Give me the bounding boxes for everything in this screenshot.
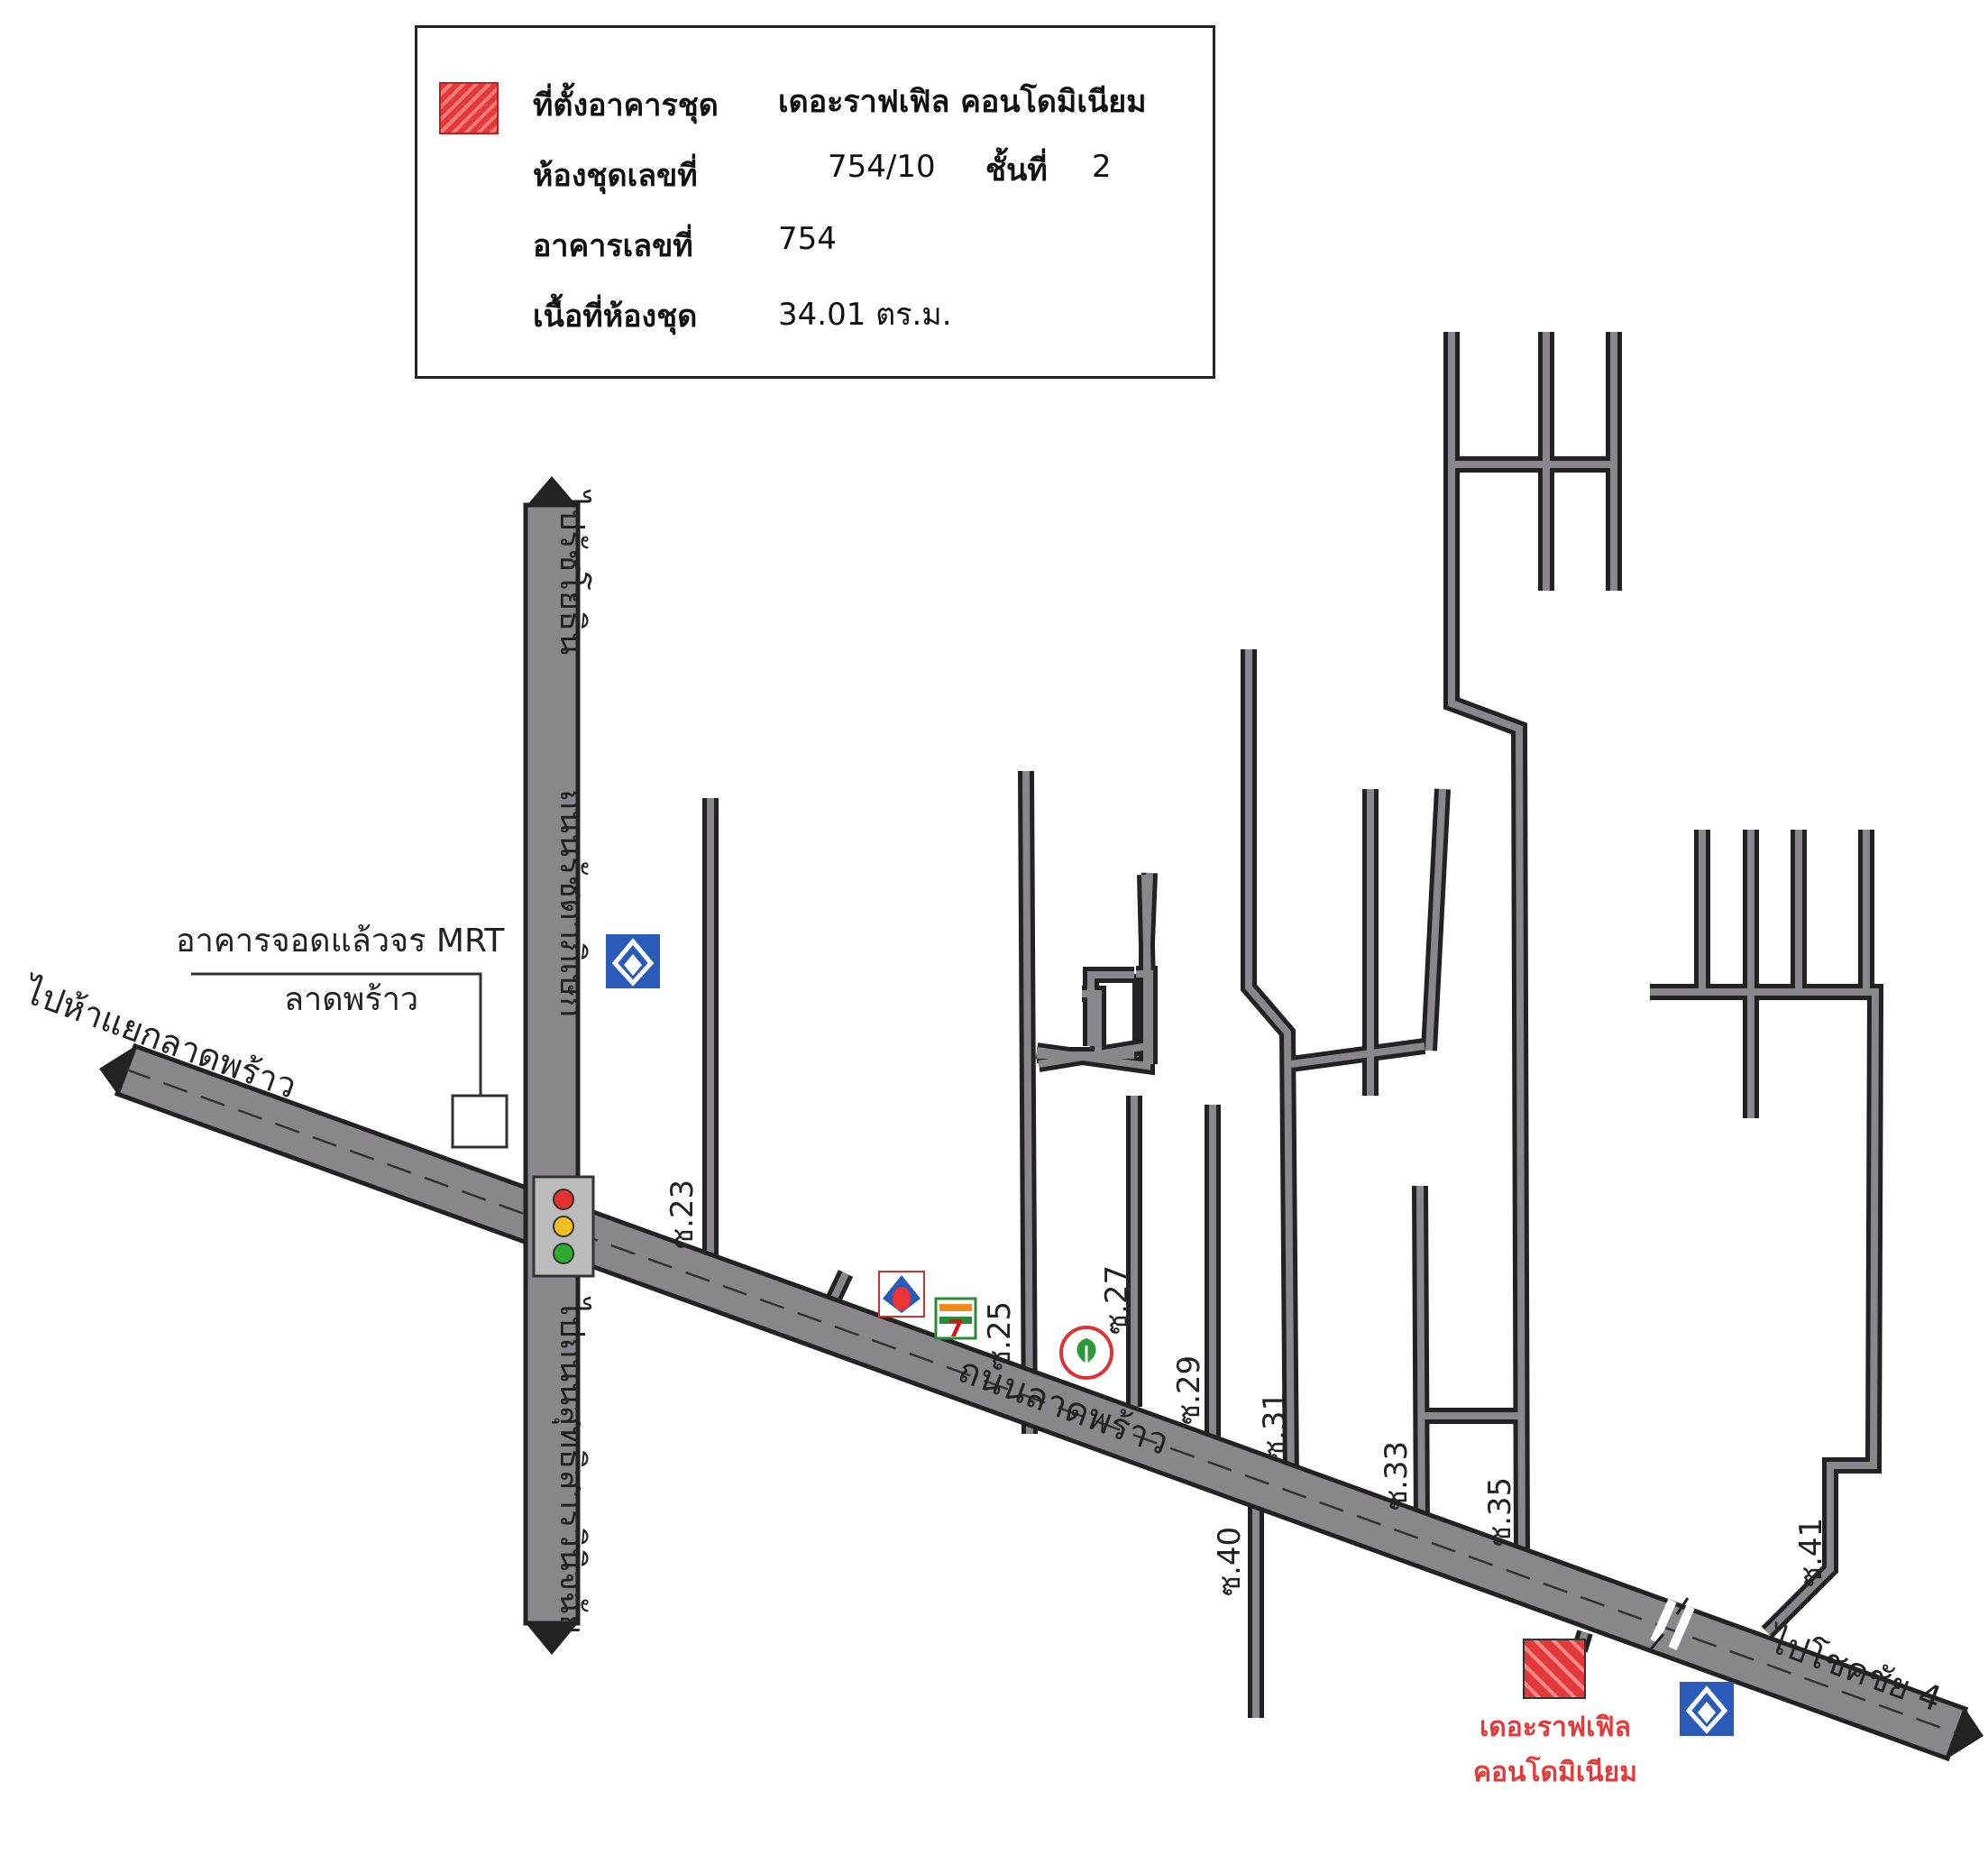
soi-41-label: ซ.41 — [1793, 1518, 1829, 1587]
area-label: เนื้อที่ห้องชุด — [533, 298, 698, 335]
area-value: 34.01 ตร.ม. — [778, 297, 952, 333]
mrt-parking-marker — [191, 972, 508, 1149]
bank-icon — [606, 934, 660, 988]
soi-27-label: ซ.27 — [1099, 1265, 1135, 1335]
svg-text:7: 7 — [948, 1316, 964, 1343]
legend-box: ที่ตั้งอาคารชุด เดอะราฟเฟิล คอนโดมิเนียม… — [415, 25, 1215, 379]
arrow-south-icon — [526, 1623, 578, 1655]
traffic-light-icon — [532, 1175, 595, 1278]
destination-label-line2: คอนโดมิเนียม — [1473, 1755, 1637, 1788]
bank-icon — [1680, 1682, 1734, 1736]
cross-road — [523, 476, 581, 1655]
building-number: 754 — [778, 221, 837, 257]
floor-label: ชั้นที่ — [985, 152, 1048, 188]
gas-station-icon — [878, 1271, 925, 1318]
seven-eleven-icon: 7 — [934, 1297, 977, 1343]
soi-29-label: ซ.29 — [1171, 1355, 1207, 1425]
mrt-parking-label: อาคารจอดแล้วจร MRT — [176, 923, 505, 960]
kasikorn-icon — [1059, 1326, 1113, 1380]
project-name: เดอะราฟเฟิล คอนโดมิเนียม — [778, 84, 1147, 120]
arrow-north-icon — [526, 476, 578, 507]
location-label: ที่ตั้งอาคารชุด — [533, 87, 719, 124]
destination-marker — [1523, 1639, 1586, 1699]
soi-33-label: ซ.33 — [1379, 1441, 1415, 1511]
soi-40-label: ซ.40 — [1212, 1527, 1248, 1596]
soi-35-label: ซ.35 — [1482, 1477, 1518, 1547]
soi-25-label: ซ.25 — [982, 1301, 1018, 1371]
location-swatch-icon — [439, 82, 499, 134]
destination-label-line1: เดอะราฟเฟิล — [1480, 1712, 1631, 1743]
arrow-east-icon — [1947, 1709, 1983, 1759]
building-label: อาคารเลขที่ — [533, 228, 693, 264]
to-ratchayothin-label: ไปรัชโยธิน — [553, 489, 592, 655]
to-sutthisan-label: ไปถนนสุทธิสารวินิจฉัย — [552, 1296, 592, 1634]
soi-23-label: ซ.23 — [664, 1180, 701, 1249]
cross-road-north-label: ถนนรัชดาภิเษก — [553, 789, 592, 1017]
floor-number: 2 — [1092, 149, 1112, 185]
side-streets — [702, 332, 1884, 1718]
arrow-west-icon — [99, 1046, 135, 1094]
soi-31-label: ซ.31 — [1257, 1391, 1293, 1461]
mrt-station-label: ลาดพร้าว — [284, 981, 418, 1018]
unit-number: 754/10 — [828, 149, 936, 185]
unit-label: ห้องชุดเลขที่ — [533, 158, 698, 194]
